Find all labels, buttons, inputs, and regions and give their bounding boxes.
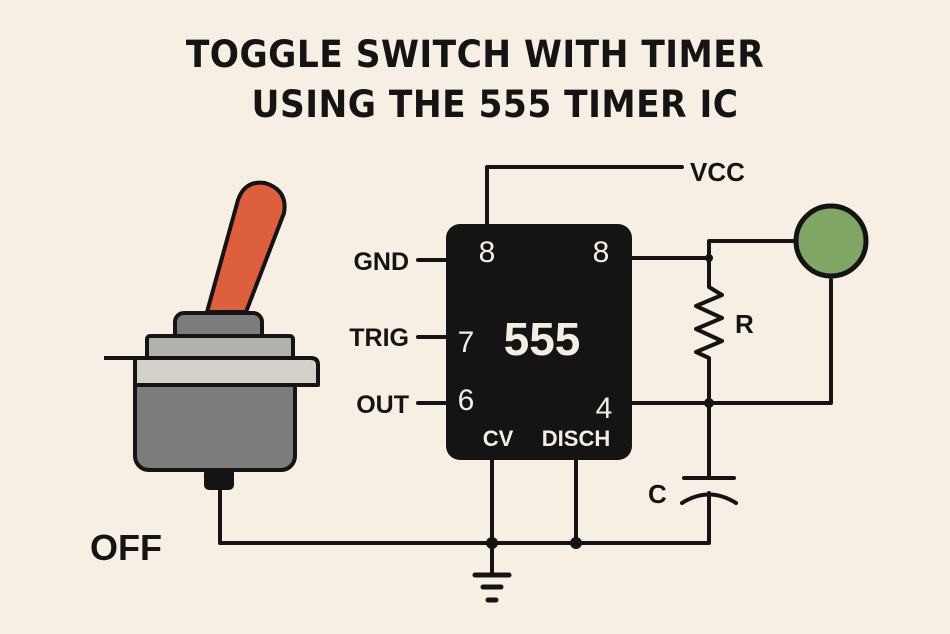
junction-dot <box>705 254 713 262</box>
junction-dot <box>704 398 714 408</box>
out-label: OUT <box>356 391 409 419</box>
ic-pin-label-cv: CV <box>483 426 514 451</box>
ic-555-chip <box>446 224 632 460</box>
toggle-switch[interactable] <box>104 180 320 490</box>
junction-dot <box>570 537 582 549</box>
gnd-label: GND <box>353 248 409 276</box>
switch-flange <box>104 356 320 387</box>
junction-dot <box>486 537 498 549</box>
switch-lever[interactable] <box>205 180 287 314</box>
diagram-title-line-2: USING THE 555 TIMER IC <box>251 83 739 126</box>
switch-state-label: OFF <box>90 527 162 568</box>
switch-terminal <box>204 468 234 490</box>
ic-pin-number: 8 <box>479 236 496 269</box>
led-top-wire <box>707 239 799 260</box>
trig-label: TRIG <box>349 324 409 352</box>
ic-pin-number: 8 <box>593 236 610 269</box>
diagram-title-line-1: TOGGLE SWITCH WITH TIMER <box>185 33 765 76</box>
indicator-led-icon <box>793 203 869 279</box>
ground-icon <box>472 572 512 603</box>
resistor-r <box>694 256 724 405</box>
ic-pin-number: 6 <box>458 384 475 417</box>
ic-pin-number: 7 <box>458 326 475 359</box>
ic-name: 555 <box>504 313 581 365</box>
ic-pin-number: 4 <box>596 392 613 425</box>
ground-bus-wire <box>218 484 711 545</box>
ic-pin-label-disch: DISCH <box>542 426 610 451</box>
pin4-wire <box>628 278 833 405</box>
resistor-label: R <box>735 309 754 339</box>
vcc-wire <box>485 165 684 228</box>
vcc-label: VCC <box>690 157 745 187</box>
capacitor-label: C <box>648 479 667 509</box>
